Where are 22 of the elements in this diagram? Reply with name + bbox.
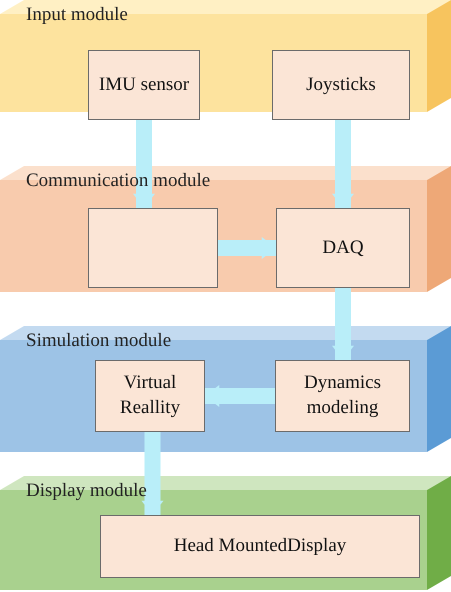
box-label: Joysticks — [305, 72, 377, 97]
process-box — [95, 360, 205, 432]
block-arrow — [332, 288, 354, 360]
module-title: Simulation module — [26, 330, 172, 352]
box-label: IMU sensor — [98, 72, 190, 97]
process-box — [275, 360, 410, 432]
block-arrow — [332, 120, 354, 208]
block-arrow — [218, 237, 276, 259]
box-label: Dynamics modeling — [302, 371, 382, 420]
box-label: Head MountedDisplay — [172, 534, 348, 558]
block-arrow — [133, 120, 155, 208]
box-label: DAQ — [321, 236, 365, 260]
box-label: Virtual Reallity — [118, 371, 182, 420]
process-box — [276, 208, 410, 288]
process-box — [272, 50, 410, 120]
process-box — [100, 515, 420, 578]
block-arrow — [205, 385, 275, 407]
module-title: Communication module — [26, 170, 210, 192]
process-box — [88, 208, 218, 288]
process-box — [88, 50, 200, 120]
module-title: Input module — [26, 4, 128, 26]
block-arrow — [142, 432, 164, 515]
